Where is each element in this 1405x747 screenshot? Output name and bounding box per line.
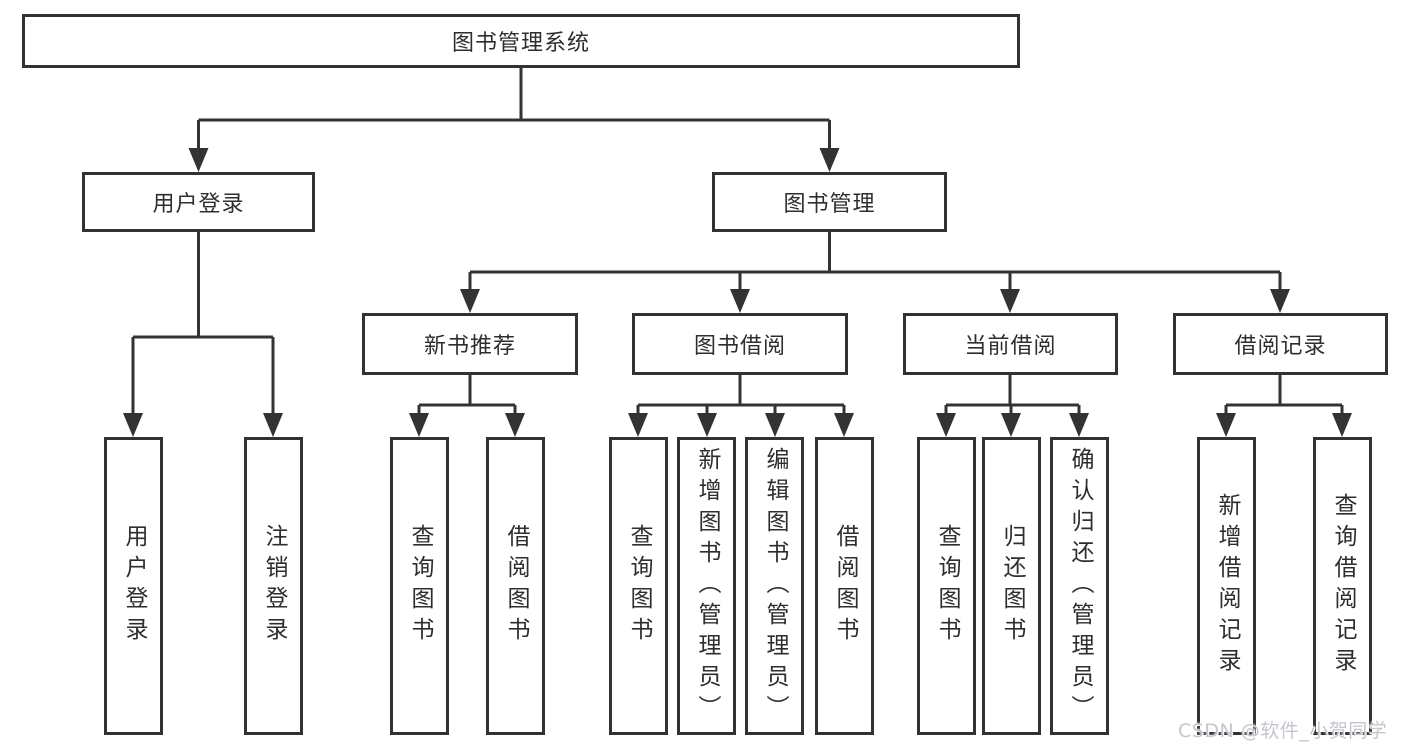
node-label: 图书管理	[783, 192, 876, 217]
node-label: 注销登录	[261, 524, 287, 648]
arrow-icon	[123, 413, 143, 437]
node-label: 图书管理系统	[451, 31, 590, 56]
leaf-add-books-admin: 新增图书（管理员）	[677, 437, 736, 735]
leaf-borrow-books-recommend: 借阅图书	[486, 437, 545, 735]
node-user-login: 用户登录	[82, 172, 315, 232]
node-label: 图书借阅	[693, 334, 786, 359]
connector-root-to-level2	[197, 68, 831, 152]
arrow-icon	[409, 413, 429, 437]
leaf-edit-books-admin: 编辑图书（管理员）	[745, 437, 804, 735]
arrow-icon	[765, 413, 785, 437]
node-label: 确认归还（管理员）	[1067, 446, 1093, 726]
node-label: 当前借阅	[964, 334, 1057, 359]
node-label: 用户登录	[121, 524, 147, 648]
node-label: 新增借阅记录	[1214, 493, 1240, 679]
arrow-icon	[1270, 289, 1290, 313]
connector-newbooks-to-leaves	[417, 375, 517, 416]
node-label: 查询图书	[407, 524, 433, 648]
node-root-system: 图书管理系统	[22, 14, 1020, 68]
connector-bookmgmt-to-level3	[468, 232, 1282, 292]
arrow-icon	[1069, 413, 1089, 437]
node-label: 编辑图书（管理员）	[762, 446, 788, 726]
node-current-borrow: 当前借阅	[903, 313, 1118, 375]
leaf-query-books-borrow: 查询图书	[609, 437, 668, 735]
arrow-icon	[628, 413, 648, 437]
arrow-icon	[263, 413, 283, 437]
node-label: 新书推荐	[423, 334, 516, 359]
arrow-icon	[936, 413, 956, 437]
node-label: 借阅记录	[1234, 334, 1327, 359]
connector-bookborrow-to-leaves	[636, 375, 846, 416]
node-label: 借阅图书	[503, 524, 529, 648]
node-borrow-records: 借阅记录	[1173, 313, 1388, 375]
arrow-icon	[1000, 289, 1020, 313]
arrow-icon	[505, 413, 525, 437]
leaf-query-books-recommend: 查询图书	[390, 437, 449, 735]
arrow-icon	[834, 413, 854, 437]
leaf-add-borrow-record: 新增借阅记录	[1197, 437, 1256, 735]
leaf-borrow-books: 借阅图书	[815, 437, 874, 735]
arrow-icon	[1216, 413, 1236, 437]
leaf-query-books-current: 查询图书	[917, 437, 976, 735]
arrow-icon	[697, 413, 717, 437]
arrow-icon	[819, 148, 840, 172]
node-label: 用户登录	[152, 192, 245, 217]
node-label: 归还图书	[999, 524, 1025, 648]
connector-currentborrow-to-leaves	[944, 375, 1081, 416]
leaf-user-login: 用户登录	[104, 437, 163, 735]
arrow-icon	[188, 148, 209, 172]
leaf-confirm-return-admin: 确认归还（管理员）	[1050, 437, 1109, 735]
csdn-watermark: CSDN @软件_小贺同学	[1178, 720, 1388, 742]
leaf-return-books: 归还图书	[982, 437, 1041, 735]
connector-userlogin-to-leaves	[131, 232, 275, 416]
arrow-icon	[730, 289, 750, 313]
node-label: 查询图书	[626, 524, 652, 648]
node-label: 借阅图书	[832, 524, 858, 648]
arrow-icon	[1332, 413, 1352, 437]
leaf-query-borrow-record: 查询借阅记录	[1313, 437, 1372, 735]
leaf-logout: 注销登录	[244, 437, 303, 735]
connector-records-to-leaves	[1224, 375, 1344, 416]
node-book-management: 图书管理	[712, 172, 947, 232]
node-label: 查询图书	[934, 524, 960, 648]
node-label: 查询借阅记录	[1330, 493, 1356, 679]
arrow-icon	[460, 289, 480, 313]
node-new-book-recommend: 新书推荐	[362, 313, 578, 375]
node-label: 新增图书（管理员）	[694, 446, 720, 726]
node-book-borrow: 图书借阅	[632, 313, 848, 375]
arrow-icon	[1001, 413, 1021, 437]
